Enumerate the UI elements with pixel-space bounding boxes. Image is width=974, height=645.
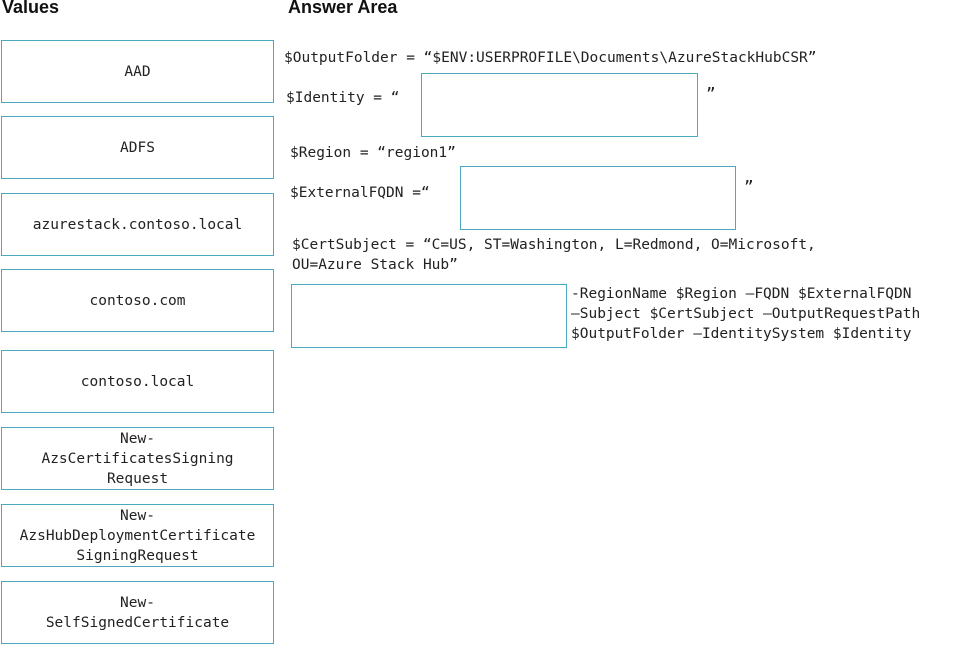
value-contoso-com[interactable]: contoso.com <box>1 269 274 332</box>
value-new-azscertificatessigningrequest[interactable]: New- AzsCertificatesSigning Request <box>1 427 274 490</box>
code-region: $Region = “region1” <box>290 145 456 161</box>
value-aad[interactable]: AAD <box>1 40 274 103</box>
code-command-line-1: -RegionName $Region –FQDN $ExternalFQDN <box>571 286 912 302</box>
value-new-selfsignedcertificate[interactable]: New- SelfSignedCertificate <box>1 581 274 644</box>
code-command-line-3: $OutputFolder –IdentitySystem $Identity <box>571 326 912 342</box>
identity-drop-target[interactable] <box>421 73 698 137</box>
code-fqdn-prefix: $ExternalFQDN =“ <box>290 185 430 201</box>
code-cert-subject-line-1: $CertSubject = “C=US, ST=Washington, L=R… <box>292 237 816 253</box>
value-azurestack-contoso-local[interactable]: azurestack.contoso.local <box>1 193 274 256</box>
code-cert-subject-line-2: OU=Azure Stack Hub” <box>292 257 458 273</box>
command-drop-target[interactable] <box>291 284 567 348</box>
value-contoso-local[interactable]: contoso.local <box>1 350 274 413</box>
answer-area-heading: Answer Area <box>288 0 398 17</box>
value-adfs[interactable]: ADFS <box>1 116 274 179</box>
fqdn-drop-target[interactable] <box>460 166 736 230</box>
code-command-line-2: –Subject $CertSubject –OutputRequestPath <box>571 306 921 322</box>
value-new-azshubdeploymentcertificatesigningrequest[interactable]: New- AzsHubDeploymentCertificate Signing… <box>1 504 274 567</box>
fqdn-close-quote: ” <box>744 177 754 196</box>
code-output-folder: $OutputFolder = “$ENV:USERPROFILE\Docume… <box>284 50 817 66</box>
identity-close-quote: ” <box>706 84 716 103</box>
values-heading: Values <box>2 0 60 17</box>
code-identity-prefix: $Identity = “ <box>286 90 400 106</box>
